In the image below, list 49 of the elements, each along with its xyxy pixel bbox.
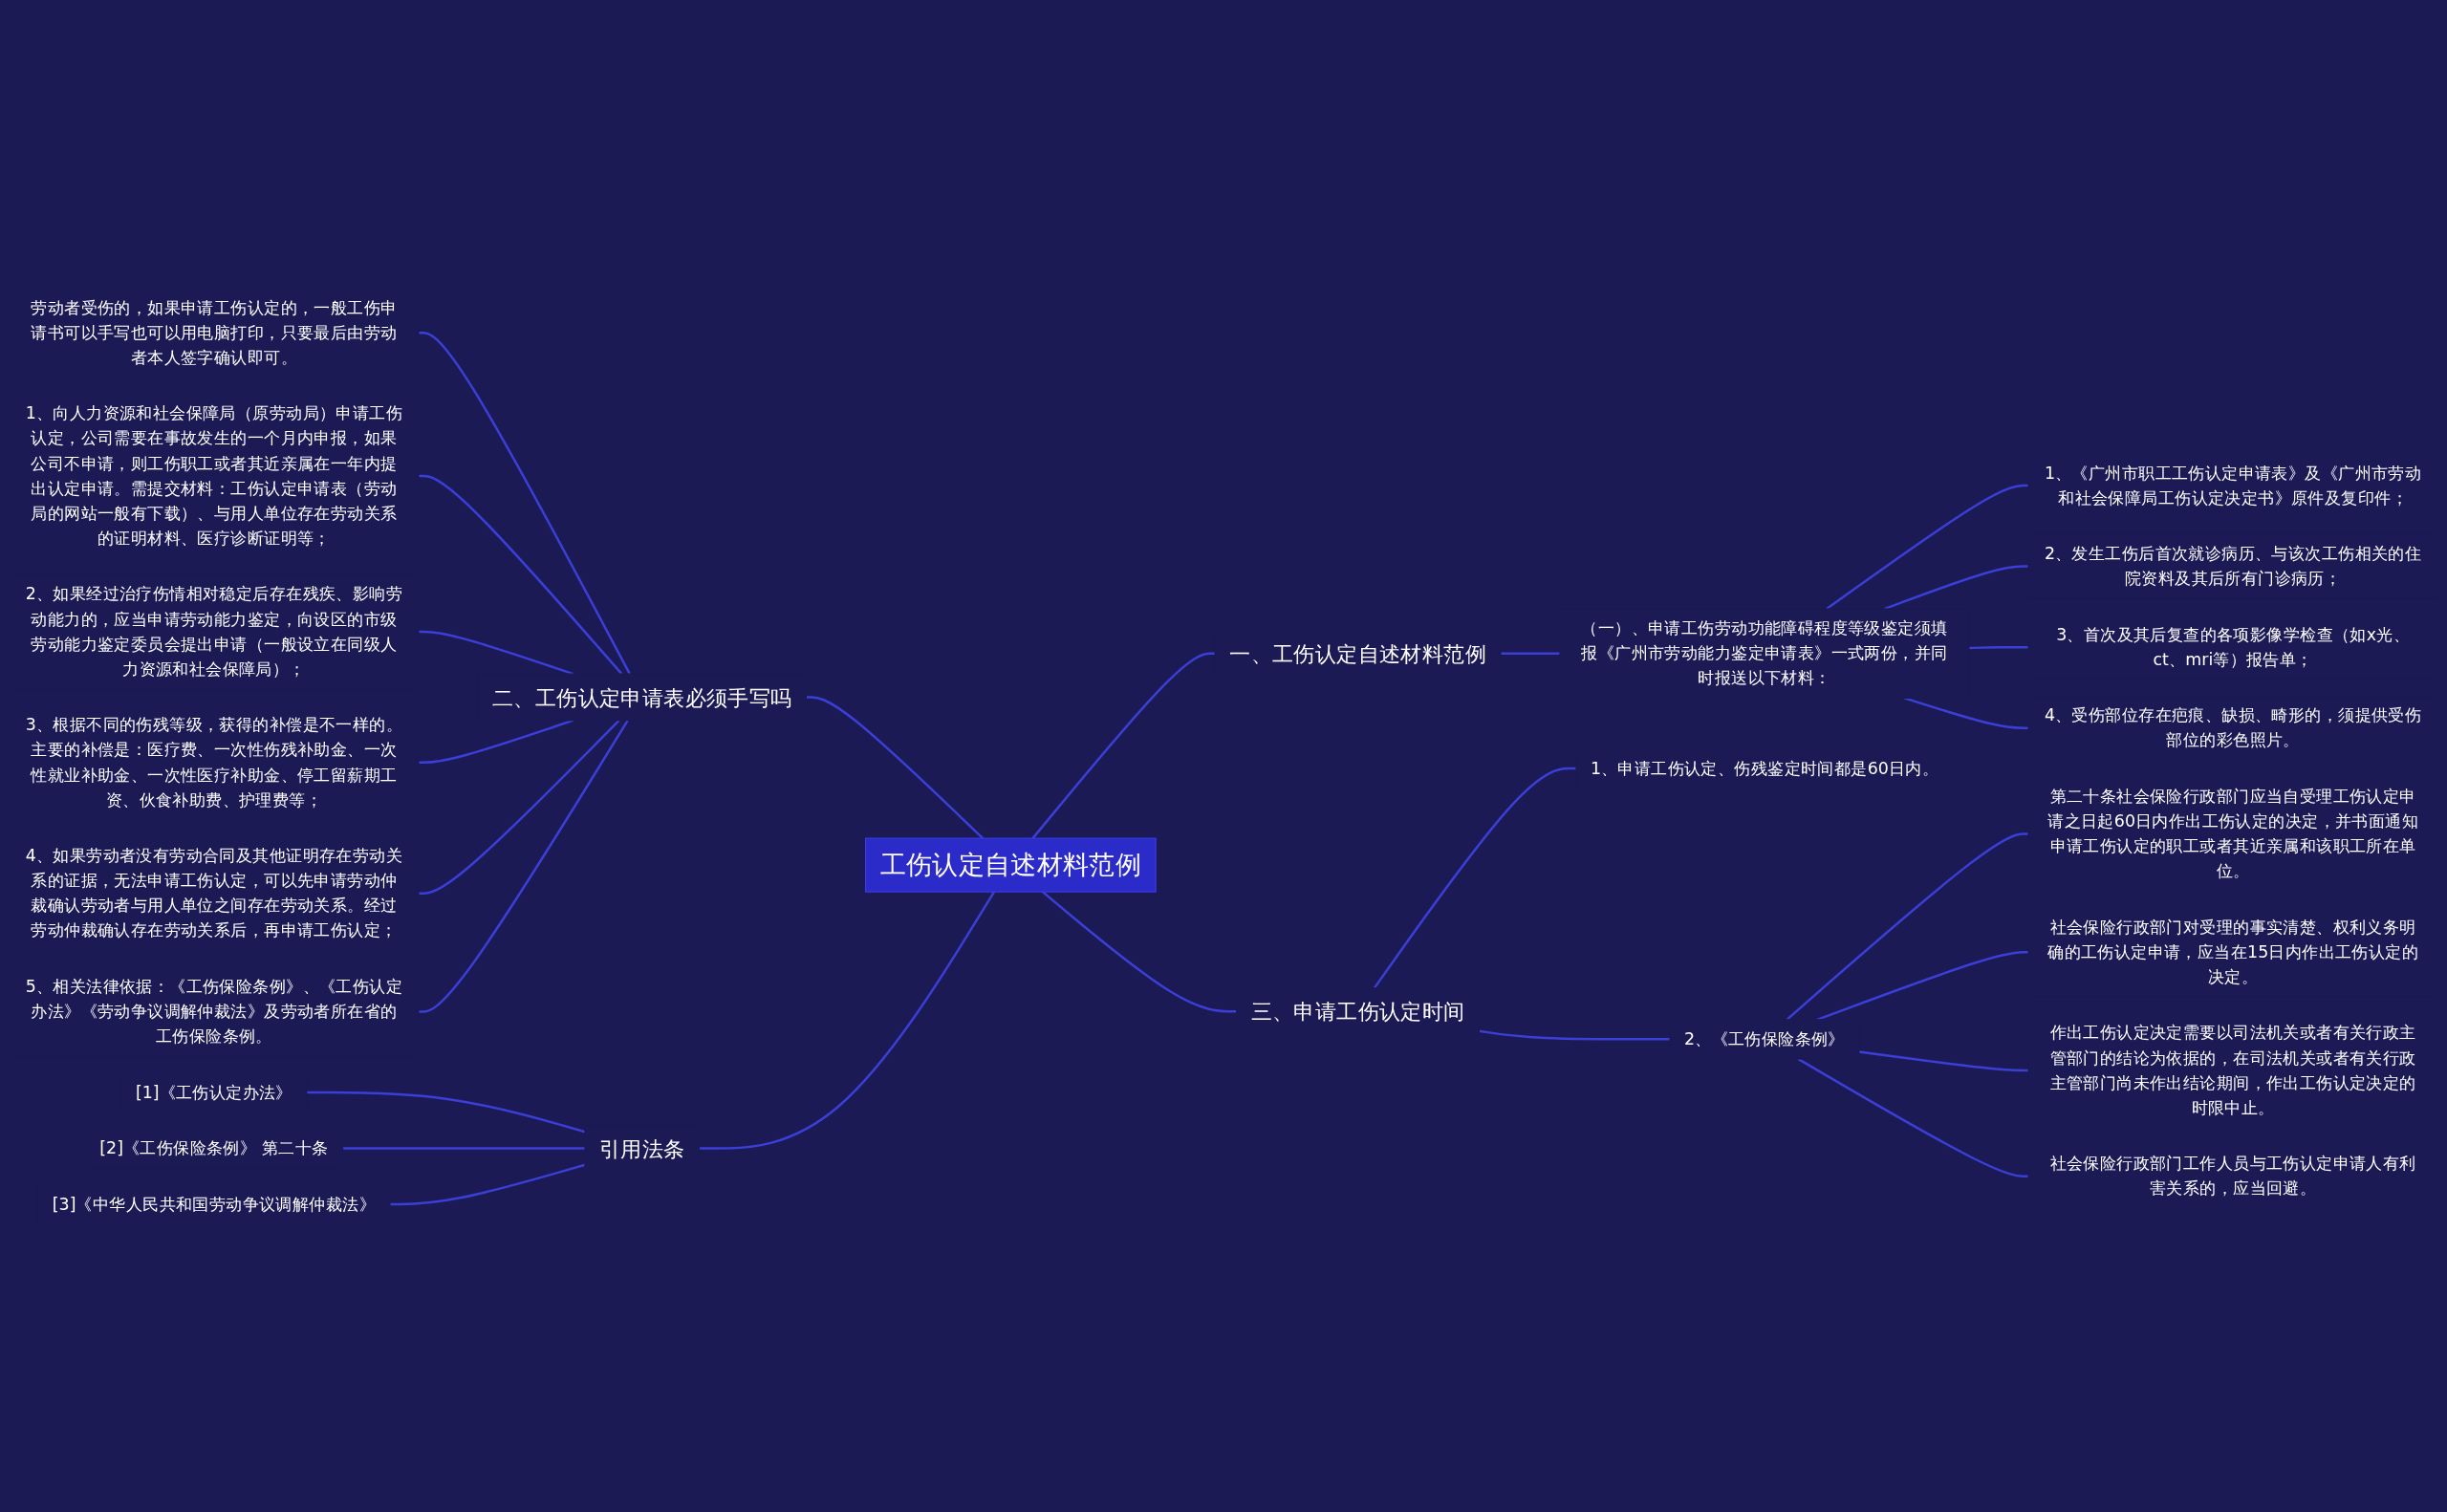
connector — [806, 696, 985, 840]
node-text: 4、如果劳动者没有劳动合同及其他证明存在劳动关系的证据，无法申请工伤认定，可以先申请劳动仲裁确认劳动者与用人单位之间存在劳动关系。经过劳动仲裁确认存在劳动关系后，再申请工伤认定； — [25, 845, 403, 940]
connector — [1373, 767, 1576, 989]
node-text: 5、相关法律依据：《工伤保险条例》、《工伤认定办法》《劳动争议调解仲裁法》及劳动者所在省的工伤保险条例。 — [25, 976, 403, 1046]
node-text: 4、受伤部位存在疤痕、缺损、畸形的，须提供受伤部位的彩色照片。 — [2044, 705, 2422, 750]
node-text: 1、向人力资源和社会保障局（原劳动局）申请工伤认定，公司需要在事故发生的一个月内申报，如果公司不申请，则工伤职工或者其近亲属在一年内提出认定申请。需提交材料：工伤认定申请表（劳动局的网站一般有下载）、与用人单位存在劳动关系的证明材料、医疗诊断证明等； — [25, 403, 403, 548]
connector — [1884, 565, 2029, 611]
node-text: 社会保险行政部门对受理的事实清楚、权利义务明确的工伤认定申请，应当在15日内作出工伤认定的决定。 — [2047, 917, 2419, 986]
node-text: 作出工伤认定决定需要以司法机关或者有关行政主管部门的结论为依据的，在司法机关或者有关行政主管部门尚未作出结论期间，作出工伤认定决定的时限中止。 — [2049, 1023, 2416, 1117]
node-text: 2、《工伤保险条例》 — [1684, 1028, 1845, 1048]
connector — [1826, 484, 2029, 611]
connector — [389, 1163, 586, 1206]
connector — [1797, 1057, 2029, 1177]
connector — [1816, 951, 2029, 1021]
connector — [1479, 1029, 1671, 1041]
node-text: 2、发生工伤后首次就诊病历、与该次工伤相关的住院资料及其后所有门诊病历； — [2044, 543, 2422, 588]
connector — [1858, 1050, 2029, 1072]
connector — [418, 719, 574, 765]
node-text: 一、工伤认定自述材料范例 — [1229, 640, 1486, 666]
node-box: 工伤认定自述材料范例 — [864, 837, 1157, 893]
connector — [699, 891, 996, 1150]
connector — [1031, 652, 1216, 839]
connector — [418, 474, 623, 675]
node-text: 二、工伤认定申请表必须手写吗 — [491, 684, 792, 710]
connector — [418, 719, 620, 895]
node-text: 3、首次及其后复查的各项影像学检查（如x光、ct、mri等）报告单； — [2056, 624, 2410, 669]
node-text: 1、申请工伤认定、伤残鉴定时间都是60日内。 — [1590, 758, 1939, 778]
connector — [1904, 697, 2029, 729]
node-text: [1]《工伤认定办法》 — [135, 1082, 292, 1102]
connector — [418, 331, 631, 675]
connector — [418, 720, 629, 1013]
node-text: （一）、申请工伤劳动功能障碍程度等级鉴定须填报《广州市劳动能力鉴定申请表》一式两份，并同时报送以下材料： — [1581, 618, 1948, 688]
node-text: 第二十条社会保险行政部门应当自受理工伤认定申请之日起60日内作出工伤认定的决定，并书面通知申请工伤认定的职工或者其近亲属和该职工所在单位。 — [2047, 786, 2419, 880]
node-text: 劳动者受伤的，如果申请工伤认定的，一般工伤申请书可以手写也可以用电脑打印，只要最后由劳动者本人签字确认即可。 — [31, 297, 398, 367]
connector — [418, 630, 574, 676]
node-text: 2、如果经过治疗伤情相对稳定后存在残疾、影响劳动能力的，应当申请劳动能力鉴定，向设区的市级劳动能力鉴定委员会提出申请（一般设立在同级人力资源和社会保障局）； — [25, 584, 403, 679]
connector — [1500, 652, 1561, 655]
node-text: 3、根据不同的伤残等级，获得的补偿是不一样的。主要的补偿是：医疗费、一次性伤残补助金、一次性就业补助金、一次性医疗补助金、停工留薪期工资、伙食补助费、护理费等； — [25, 715, 403, 810]
connector — [306, 1091, 586, 1134]
connector — [342, 1147, 585, 1150]
node-text: [3]《中华人民共和国劳动争议调解仲裁法》 — [52, 1194, 376, 1214]
connector — [1786, 832, 2029, 1021]
node-text: 引用法条 — [598, 1135, 685, 1161]
node-text: 三、申请工伤认定时间 — [1250, 999, 1465, 1025]
node-text: 社会保险行政部门工作人员与工伤认定申请人有利害关系的，应当回避。 — [2049, 1154, 2416, 1199]
connector — [1042, 891, 1237, 1013]
node-text: [2]《工伤保险条例》 第二十条 — [99, 1137, 329, 1157]
node-text: 1、《广州市职工工伤认定申请表》及《广州市劳动和社会保障局工伤认定决定书》原件及复印件； — [2044, 463, 2422, 508]
connector — [1968, 645, 2029, 650]
